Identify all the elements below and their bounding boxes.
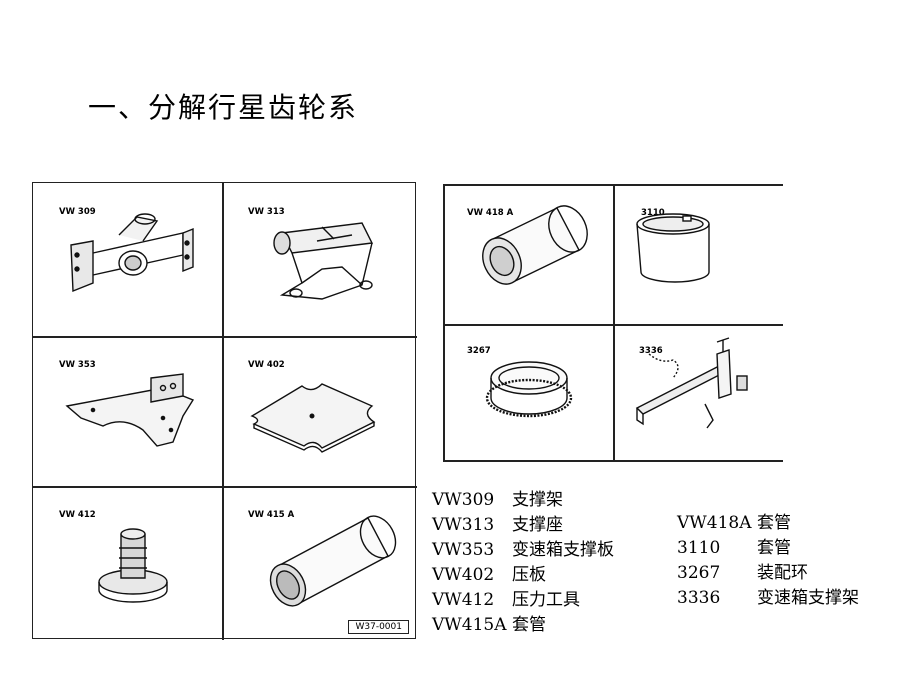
tool-label: VW 353: [59, 360, 96, 370]
legend-row: 3336 变速箱支撑架: [677, 586, 859, 611]
tool-name: 装配环: [757, 563, 808, 583]
legend-row: VW313 支撑座: [432, 513, 614, 538]
tool-code: VW412: [432, 590, 495, 610]
tool-code: VW309: [432, 490, 495, 510]
press-tool-icon: [98, 528, 168, 603]
sleeve-icon: [269, 515, 397, 607]
tool-cell-3336: 3336: [613, 324, 783, 460]
legend-row: VW412 压力工具: [432, 588, 614, 613]
tool-name: 变速箱支撑板: [512, 540, 614, 560]
tool-label: VW 415 A: [248, 510, 295, 520]
legend-row: VW402 压板: [432, 563, 614, 588]
tool-label: VW 402: [248, 360, 285, 370]
tool-code: VW353: [432, 540, 495, 560]
tool-cell-vw402: VW 402: [222, 336, 417, 486]
tool-cell-vw313: VW 313: [222, 183, 417, 336]
tool-label: VW 313: [248, 207, 285, 217]
tool-label: 3110: [641, 208, 665, 218]
tool-code: 3267: [677, 563, 721, 583]
tool-name: 套管: [757, 513, 791, 533]
tool-cell-vw418a: VW 418 A: [443, 184, 613, 324]
sleeve-icon: [482, 205, 588, 285]
tool-code: VW418A: [677, 513, 752, 533]
press-plate-icon: [250, 383, 376, 453]
tool-code: 3110: [677, 538, 721, 558]
tool-cell-vw309: VW 309: [33, 183, 222, 336]
tool-name: 压板: [512, 565, 546, 585]
tool-name: 支撑座: [512, 515, 563, 535]
tool-cell-3110: 3110: [613, 184, 783, 324]
ring-sleeve-icon: [636, 213, 710, 283]
figure-id: W37-0001: [348, 620, 409, 634]
tool-code: VW313: [432, 515, 495, 535]
tool-label: VW 309: [59, 207, 96, 217]
tool-name: 变速箱支撑架: [757, 588, 859, 608]
tool-label: 3336: [639, 346, 663, 356]
tool-name: 套管: [757, 538, 791, 558]
tool-cell-vw412: VW 412: [33, 486, 222, 640]
tool-name: 支撑架: [512, 490, 563, 510]
tool-cell-3267: 3267: [443, 324, 613, 460]
tool-name: 压力工具: [512, 590, 580, 610]
tool-code: VW415A: [432, 615, 507, 635]
tool-label: 3267: [467, 346, 491, 356]
gearbox-support-frame-icon: [635, 337, 748, 429]
left-tool-figure: VW 309 VW 313: [32, 182, 417, 640]
right-tool-figure: VW 418 A 3110 3267: [443, 184, 783, 462]
tool-cell-vw353: VW 353: [33, 336, 222, 486]
assembly-ring-icon: [485, 361, 573, 418]
tool-cell-vw415a: VW 415 A W37-0001: [222, 486, 417, 640]
support-frame-icon: [70, 213, 194, 293]
tool-label: VW 418 A: [467, 208, 514, 218]
legend-row: 3110 套管: [677, 536, 859, 561]
legend-row: VW353 变速箱支撑板: [432, 538, 614, 563]
legend-row: VW309 支撑架: [432, 488, 614, 513]
tool-code: VW402: [432, 565, 495, 585]
legend-row: 3267 装配环: [677, 561, 859, 586]
tool-name: 套管: [512, 615, 546, 635]
support-seat-icon: [273, 222, 374, 300]
tool-code: 3336: [677, 588, 721, 608]
page-title: 一、分解行星齿轮系: [88, 91, 359, 124]
legend-left: VW309 支撑架 VW313 支撑座 VW353 变速箱支撑板 VW402 压板 VW…: [432, 488, 614, 638]
tool-label: VW 412: [59, 510, 96, 520]
support-plate-icon: [65, 373, 195, 447]
